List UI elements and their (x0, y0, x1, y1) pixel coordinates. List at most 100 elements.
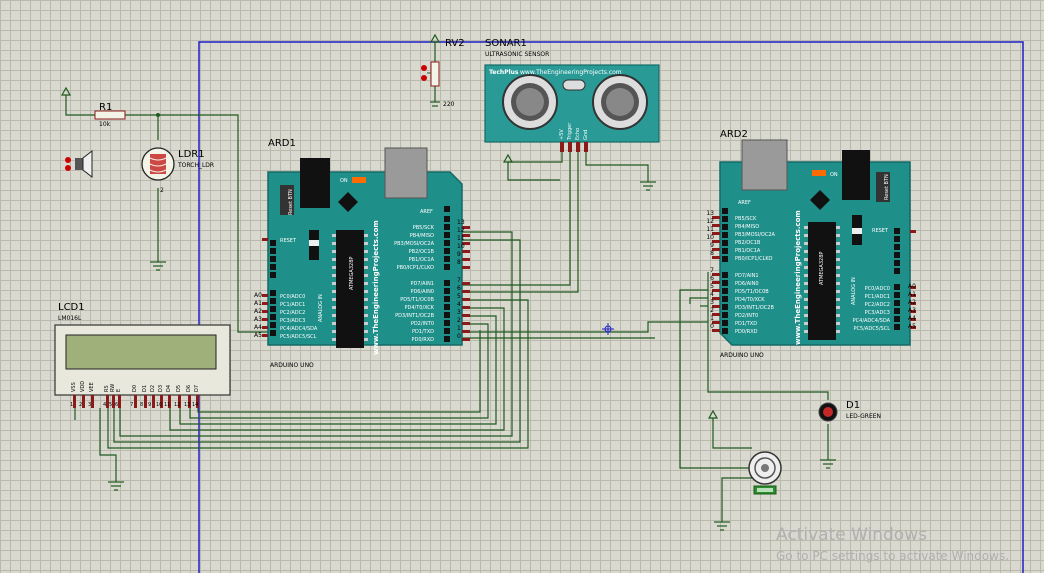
ultrasonic-sensor-sonar1[interactable]: SONAR1 ULTRASONIC SENSOR TechPlus www.Th… (484, 38, 660, 152)
ard1-chip (336, 230, 364, 348)
ard1-pin-2: 2 (457, 317, 461, 324)
potentiometer-rv2[interactable]: RV2 220 (421, 38, 465, 108)
ard1-label-pd1: PD1/TXD (412, 329, 434, 335)
lcd-pin-num-2: 2 (79, 402, 82, 408)
ard1-label-pc3: PC3/ADC3 (280, 318, 305, 324)
ldr1-value: TORCH_LDR (177, 162, 214, 169)
sonar-brand: TechPlus (489, 69, 519, 76)
ard2-pin-a2: A2 (908, 299, 916, 306)
ard1-pin-a1: A1 (254, 300, 262, 307)
ard2-label-pc4: PC4/ADC4/SDA (853, 318, 891, 324)
ard2-pin-8: 8 (710, 250, 714, 257)
ard2-label-pc3: PC3/ADC3 (865, 310, 890, 316)
ard2-label-pb4: PB4/MISO (735, 224, 759, 230)
ard1-label-pb0: PB0/ICP1/CLKO (397, 265, 434, 271)
ard1-label-pb5: PB5/SCK (413, 225, 435, 231)
ard2-label-pb2: PB2/OC1B (735, 240, 761, 246)
lcd-pin-d0: D0 (132, 385, 138, 392)
lcd-lcd1[interactable]: LCD1 LM016L VSS VDD VEE RS RW E D0 D1 D2… (54, 302, 231, 408)
ard2-pin-13: 13 (706, 210, 714, 217)
watermark-title: Activate Windows (776, 525, 927, 545)
lcd-pin-rw: RW (110, 384, 116, 392)
ard1-pin-3: 3 (457, 309, 461, 316)
r1-ref: R1 (99, 102, 112, 113)
ard2-site: www.TheEngineeringProjects.com (794, 210, 802, 345)
ard1-ref: ARD1 (268, 138, 296, 149)
lcd-pin-rs: RS (104, 385, 110, 392)
ard1-pin-9: 9 (457, 251, 461, 258)
lcd-pin-vss: VSS (71, 382, 77, 392)
resistor-r1[interactable]: R1 10k (94, 102, 126, 128)
ard1-pin-7: 7 (457, 277, 461, 284)
led-d1[interactable]: D1 LED-GREEN (818, 400, 881, 422)
ard1-chip-label: ATMEGA328P (349, 257, 355, 290)
arduino-ard1[interactable]: ARD1 Reset BTN ON ATMEGA328P www.TheEngi… (254, 138, 470, 369)
ard1-aref-label: AREF (420, 209, 433, 215)
power-symbols (60, 33, 719, 419)
ard2-reset-btn-label: Reset BTN (884, 174, 890, 200)
lcd-pin-d1: D1 (142, 385, 148, 392)
ard1-label-pb3: PB3/MOSI/OC2A (394, 241, 435, 247)
dc-motor[interactable] (748, 451, 782, 495)
ard1-site: www.TheEngineeringProjects.com (372, 220, 380, 355)
ard2-power-jack (842, 150, 870, 200)
ard2-value: ARDUINO UNO (720, 352, 764, 359)
ard2-label-pb0: PB0/ICP1/CLKO (735, 256, 772, 262)
lcd-pin-num-8: 8 (140, 402, 143, 408)
ard1-label-pc5: PC5/ADC5/SCL (280, 334, 317, 340)
ard2-pin-0: 0 (710, 323, 714, 330)
cursor-cross-icon (602, 323, 614, 335)
ard1-label-pb4: PB4/MISO (410, 233, 434, 239)
watermark-subtitle: Go to PC settings to activate Windows. (776, 549, 1010, 563)
ard2-pin-12: 12 (706, 218, 714, 225)
lcd-pin-num-13: 13 (184, 402, 190, 408)
ard1-pin-10: 10 (457, 243, 465, 250)
ard2-label-pc0: PC0/ADC0 (865, 286, 890, 292)
ard1-pin-a5: A5 (254, 332, 262, 339)
ard1-pin-0: 0 (457, 333, 461, 340)
lcd-pin-num-3: 3 (88, 402, 91, 408)
ard2-pin-4: 4 (710, 291, 714, 298)
ard1-label-pd5: PD5/T1/OC0B (400, 297, 434, 303)
ard1-power-jack (300, 158, 330, 208)
torch-icon[interactable] (65, 149, 93, 179)
wires (65, 42, 829, 522)
ard2-label-pd3: PD3/INT1/OC2B (735, 305, 774, 311)
arduino-ard2[interactable]: ARD2 Reset BTN ON ATMEGA328P www.TheEngi… (706, 129, 916, 359)
ard2-pin-7: 7 (710, 267, 714, 274)
ard2-reset-button[interactable] (876, 172, 890, 202)
ard1-label-pd4: PD4/T0/XCK (405, 305, 435, 311)
junction-dot (156, 113, 160, 117)
sonar-pin-echo: Echo (575, 128, 581, 140)
ard2-chip-label: ATMEGA328P (819, 252, 825, 285)
ard1-label-pc1: PC1/ADC1 (280, 302, 305, 308)
ldr-ldr1[interactable]: LDR1 TORCH_LDR 2 (141, 147, 214, 194)
ard2-label-pd7: PD7/AIN1 (735, 273, 759, 279)
lcd-pin-num-12: 12 (174, 402, 180, 408)
ard2-on-label: ON (830, 172, 838, 178)
ard2-label-pc5: PC5/ADC5/SCL (854, 326, 891, 332)
ard1-label-pc2: PC2/ADC2 (280, 310, 305, 316)
ard2-aref-label: AREF (738, 200, 751, 206)
ard1-pin-a2: A2 (254, 308, 262, 315)
ard2-label-pd0: PD0/RXD (735, 329, 758, 335)
ard1-reset-btn-label: Reset BTN (288, 189, 294, 215)
r1-value: 10k (99, 121, 111, 128)
lcd-screen (65, 334, 217, 370)
ard2-label-pd2: PD2/INT0 (735, 313, 758, 319)
lcd-pin-num-9: 9 (148, 402, 151, 408)
lcd-pin-num-5: 5 (109, 402, 112, 408)
ard2-label-pd5: PD5/T1/OC0B (735, 289, 769, 295)
ard2-pin-1: 1 (710, 315, 714, 322)
ard2-label-pd4: PD4/T0/XCK (735, 297, 765, 303)
ard1-value: ARDUINO UNO (270, 362, 314, 369)
sonar-pin-gnd: Gnd (583, 130, 589, 140)
ard2-pin-5: 5 (710, 283, 714, 290)
ard1-pin-8: 8 (457, 259, 461, 266)
rv2-ref: RV2 (445, 38, 465, 49)
ldr1-ref: LDR1 (178, 149, 205, 160)
lcd-pin-d7: D7 (194, 385, 200, 392)
ard1-reset-button[interactable] (280, 185, 294, 215)
ard1-pin-a4: A4 (254, 324, 262, 331)
